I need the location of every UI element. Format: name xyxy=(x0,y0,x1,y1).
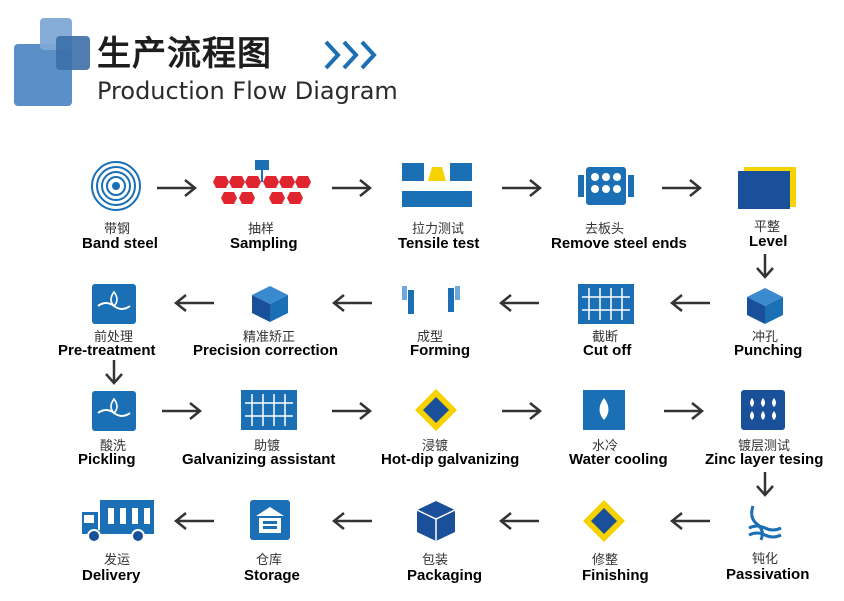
step-galvanizing-assistant-cn: 助镀 xyxy=(254,439,281,454)
arrow-right-icon xyxy=(157,179,198,197)
title-english: Production Flow Diagram xyxy=(97,77,398,105)
step-finishing-en: Finishing xyxy=(582,567,649,584)
sampling-icon xyxy=(213,160,311,204)
step-remove-ends-en: Remove steel ends xyxy=(551,235,687,252)
tensile-test-icon xyxy=(402,163,472,207)
step-pickling-cn: 酸洗 xyxy=(100,439,127,454)
arrow-right-icon xyxy=(332,402,373,420)
waves-icon xyxy=(748,505,782,541)
grid-icon xyxy=(578,284,634,324)
arrow-right-icon xyxy=(662,179,703,197)
step-storage-en: Storage xyxy=(244,567,300,584)
grid-icon xyxy=(241,390,297,430)
step-band-steel-en: Band steel xyxy=(82,235,158,252)
step-storage-cn: 仓库 xyxy=(256,553,283,568)
arrow-right-icon xyxy=(664,402,705,420)
step-zinc-layer-testing-cn: 镀层测试 xyxy=(738,439,791,454)
arrow-down-icon xyxy=(756,254,774,279)
remove-ends-icon xyxy=(578,167,634,205)
step-tensile-test-en: Tensile test xyxy=(398,235,480,252)
step-cut-off-cn: 截断 xyxy=(592,330,619,345)
warehouse-icon xyxy=(250,500,290,540)
step-pre-treatment-en: Pre-treatment xyxy=(58,342,156,359)
step-pickling-en: Pickling xyxy=(78,451,136,468)
drops-icon xyxy=(741,390,785,430)
arrow-right-icon xyxy=(502,402,543,420)
step-delivery-cn: 发运 xyxy=(104,553,131,568)
level-icon xyxy=(738,167,796,209)
step-finishing-cn: 修整 xyxy=(592,553,619,568)
chevrons-icon xyxy=(324,40,377,70)
step-band-steel-cn: 带钢 xyxy=(104,222,131,237)
arrow-right-icon xyxy=(502,179,543,197)
step-forming-en: Forming xyxy=(410,342,470,359)
arrow-left-icon xyxy=(669,294,710,312)
diamond-icon xyxy=(583,500,625,542)
arrow-left-icon xyxy=(498,294,539,312)
arrow-down-icon xyxy=(105,360,123,385)
step-hot-dip-galvanizing-cn: 浸镀 xyxy=(422,439,449,454)
truck-icon xyxy=(82,500,154,543)
step-punching-en: Punching xyxy=(734,342,803,359)
water-drop-icon xyxy=(583,390,625,430)
step-precision-correction-en: Precision correction xyxy=(193,342,339,359)
arrow-right-icon xyxy=(332,179,373,197)
step-packaging-en: Packaging xyxy=(407,567,483,584)
step-water-cooling-en: Water cooling xyxy=(569,451,668,468)
step-passivation-en: Passivation xyxy=(726,566,810,583)
step-punching-cn: 冲孔 xyxy=(752,330,779,345)
step-packaging-cn: 包装 xyxy=(422,553,449,568)
liquid-icon xyxy=(92,391,136,431)
arrow-left-icon xyxy=(498,512,539,530)
step-water-cooling-cn: 水冷 xyxy=(592,439,619,454)
step-tensile-test-cn: 拉力测试 xyxy=(412,222,465,237)
step-level-en: Level xyxy=(749,233,788,250)
step-cut-off-en: Cut off xyxy=(583,342,632,359)
title-chinese: 生产流程图 xyxy=(97,34,272,74)
arrow-left-icon xyxy=(173,294,214,312)
logo-square-small xyxy=(56,36,90,70)
step-forming-cn: 成型 xyxy=(417,330,444,345)
step-pre-treatment-cn: 前处理 xyxy=(94,330,134,345)
concentric-circles-icon xyxy=(91,161,141,211)
arrow-left-icon xyxy=(669,512,710,530)
step-hot-dip-galvanizing-en: Hot-dip galvanizing xyxy=(381,451,520,468)
step-sampling-cn: 抽样 xyxy=(248,222,275,237)
step-zinc-layer-testing-en: Zinc layer tesing xyxy=(705,451,824,468)
arrow-down-icon xyxy=(756,472,774,497)
step-precision-correction-cn: 精准矫正 xyxy=(243,330,296,345)
step-delivery-en: Delivery xyxy=(82,567,141,584)
arrow-right-icon xyxy=(162,402,203,420)
step-galvanizing-assistant-en: Galvanizing assistant xyxy=(182,451,336,468)
forming-icon xyxy=(402,286,460,314)
package-icon xyxy=(416,501,456,541)
step-passivation-cn: 钝化 xyxy=(752,552,779,567)
arrow-left-icon xyxy=(331,294,372,312)
diamond-icon xyxy=(415,389,457,431)
step-sampling-en: Sampling xyxy=(230,235,298,252)
cube-icon xyxy=(252,286,288,322)
liquid-icon xyxy=(92,284,136,324)
step-remove-ends-cn: 去板头 xyxy=(585,222,625,237)
step-level-cn: 平整 xyxy=(754,220,781,235)
cube-icon xyxy=(747,288,783,324)
arrow-left-icon xyxy=(173,512,214,530)
arrow-left-icon xyxy=(331,512,372,530)
